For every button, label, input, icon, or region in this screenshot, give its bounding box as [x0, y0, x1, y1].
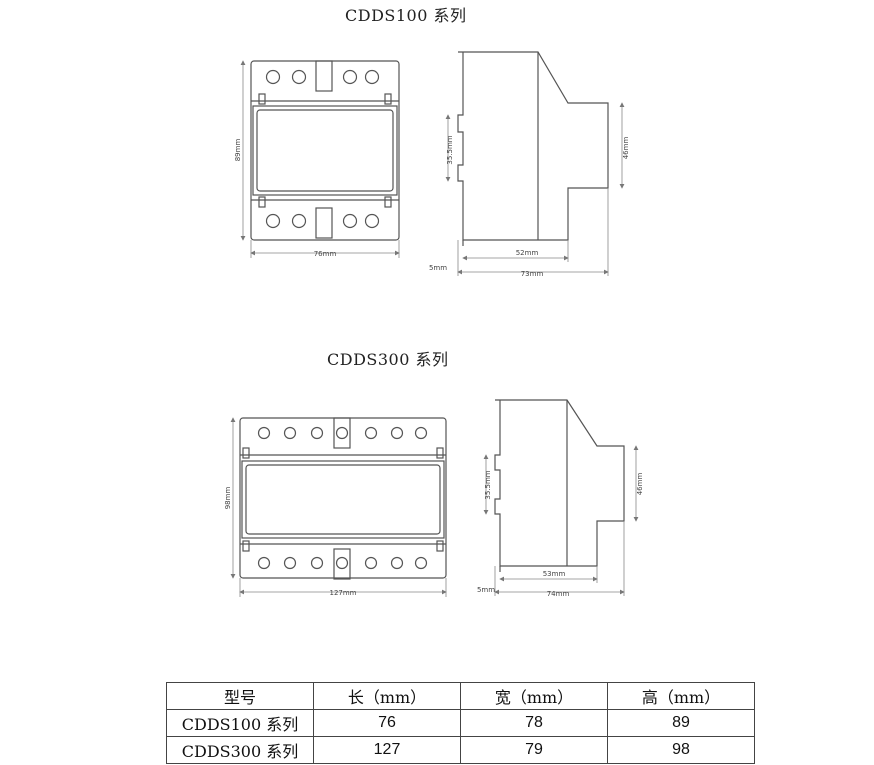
cell-height: 98: [607, 736, 755, 764]
header-length: 长（mm）: [313, 682, 461, 710]
cell-model: CDDS300 系列: [166, 736, 314, 764]
cdds100-side-view: [457, 51, 609, 246]
cdds300-height-label: 98mm: [224, 487, 232, 510]
cdds300-offset-label: 5mm: [477, 586, 495, 594]
cdds300-front-dimensions: [230, 417, 447, 597]
cell-height: 89: [607, 709, 755, 737]
spec-table: 型号 长（mm） 宽（mm） 高（mm） CDDS100 系列 76 78 89…: [166, 682, 755, 764]
table-row: CDDS100 系列 76 78 89: [166, 709, 755, 737]
cdds100-step-label: 46mm: [622, 137, 630, 160]
table-header-row: 型号 长（mm） 宽（mm） 高（mm）: [166, 682, 755, 710]
cell-model: CDDS100 系列: [166, 709, 314, 737]
cdds100-height-label: 89mm: [234, 139, 242, 162]
cdds100-depth-a-label: 52mm: [516, 249, 539, 257]
cdds100-front-dimensions: [240, 60, 400, 258]
cdds100-side-dimensions: [445, 102, 625, 276]
cdds300-front-view: [239, 417, 447, 580]
cdds100-depth-b-label: 73mm: [521, 270, 544, 278]
cell-length: 76: [313, 709, 461, 737]
header-model: 型号: [166, 682, 314, 710]
cell-width: 78: [460, 709, 608, 737]
cdds300-side-view: [494, 399, 625, 572]
cdds100-width-label: 76mm: [314, 250, 337, 258]
cdds300-depth-b-label: 74mm: [547, 590, 570, 598]
cdds100-rail-label: 35.5mm: [446, 135, 454, 164]
cdds300-depth-a-label: 53mm: [543, 570, 566, 578]
cdds300-step-label: 46mm: [636, 473, 644, 496]
header-width: 宽（mm）: [460, 682, 608, 710]
cell-width: 79: [460, 736, 608, 764]
cdds300-rail-label: 35.5mm: [484, 470, 492, 499]
cdds100-offset-label: 5mm: [429, 264, 447, 272]
cdds300-side-dimensions: [483, 445, 639, 596]
dimension-drawings: 89mm 76mm 35.5mm 46mm 52mm 73mm 5mm: [224, 51, 644, 598]
cdds100-front-view: [250, 60, 400, 241]
cdds100-title: CDDS100 系列: [345, 6, 467, 25]
cdds300-width-label: 127mm: [330, 589, 357, 597]
cdds300-title: CDDS300 系列: [327, 350, 449, 369]
header-height: 高（mm）: [607, 682, 755, 710]
table-row: CDDS300 系列 127 79 98: [166, 736, 755, 764]
cell-length: 127: [313, 736, 461, 764]
